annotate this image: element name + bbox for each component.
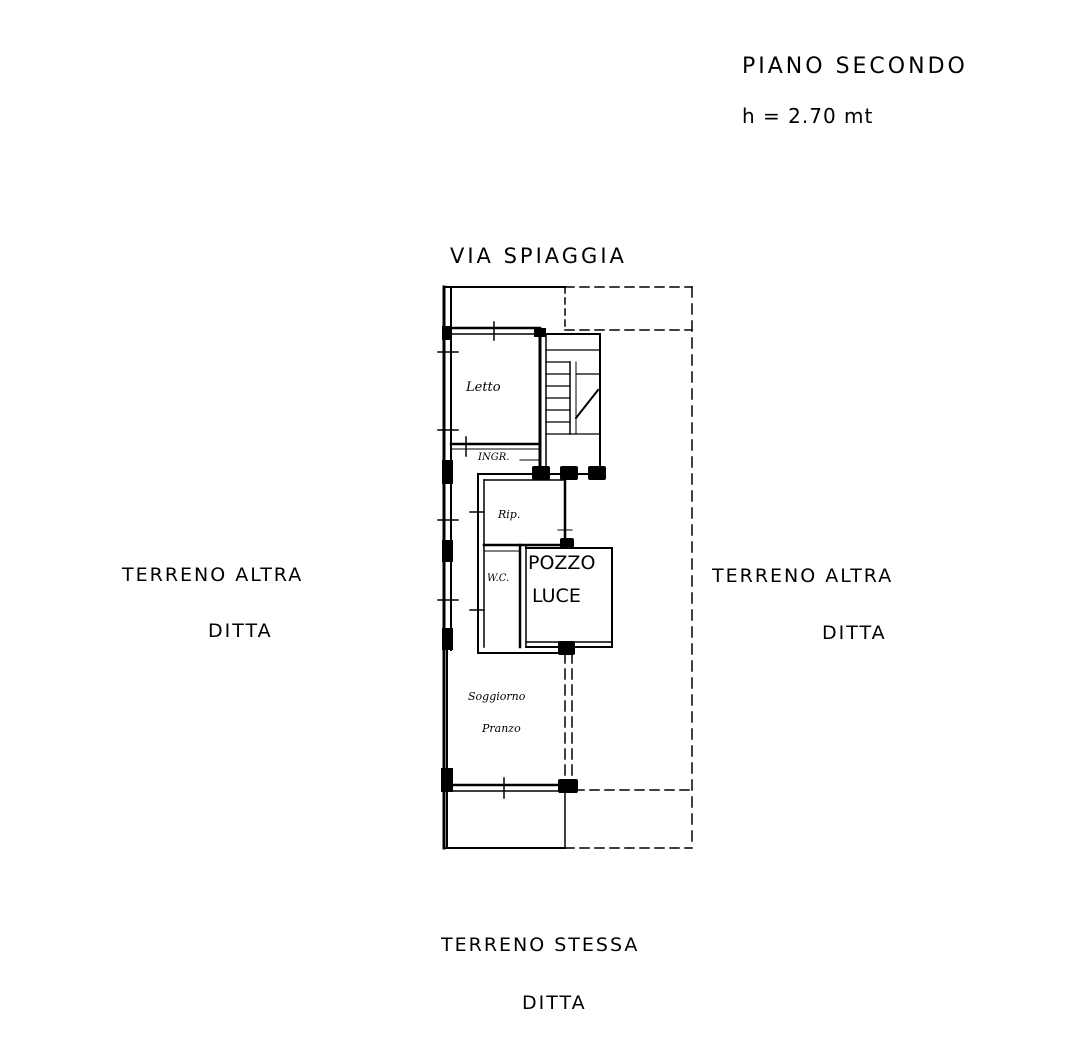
lightwell-label-line2: LUCE xyxy=(532,585,581,607)
bedroom-south-wall xyxy=(449,436,542,461)
room-label-living: Soggiorno xyxy=(468,690,526,703)
wc-walls xyxy=(483,543,527,649)
south-neighbor-label-line2: DITTA xyxy=(522,992,587,1014)
lightwell-label-line1: POZZO xyxy=(528,552,596,574)
living-east-wall xyxy=(477,652,573,786)
west-window-ticks xyxy=(437,351,459,601)
north-balcony-wall xyxy=(449,321,542,341)
street-label: VIA SPIAGGIA xyxy=(450,244,627,268)
staircase xyxy=(545,349,601,435)
south-neighbor-label-line1: TERRENO STESSA xyxy=(441,934,640,956)
ceiling-height-label: h = 2.70 mt xyxy=(742,104,874,128)
room-label-entrance: INGR. xyxy=(478,452,510,463)
east-neighbor-label-line1: TERRENO ALTRA xyxy=(712,565,894,587)
room-label-bedroom: Letto xyxy=(466,380,501,395)
stair-wall xyxy=(538,332,601,472)
east-neighbor-label-line2: DITTA xyxy=(822,622,887,644)
west-exterior-wall xyxy=(442,285,452,850)
structural-pillars xyxy=(441,326,606,793)
room-label-storage: Rip. xyxy=(498,508,521,521)
north-boundary xyxy=(443,286,693,331)
room-label-wc: W.C. xyxy=(487,573,510,584)
west-neighbor-label-line1: TERRENO ALTRA xyxy=(122,564,304,586)
south-boundary xyxy=(442,777,577,849)
east-boundary xyxy=(564,286,693,849)
floor-title: PIANO SECONDO xyxy=(742,54,968,79)
room-label-dining: Pranzo xyxy=(482,722,521,735)
storage-walls xyxy=(482,478,573,547)
west-neighbor-label-line2: DITTA xyxy=(208,620,273,642)
